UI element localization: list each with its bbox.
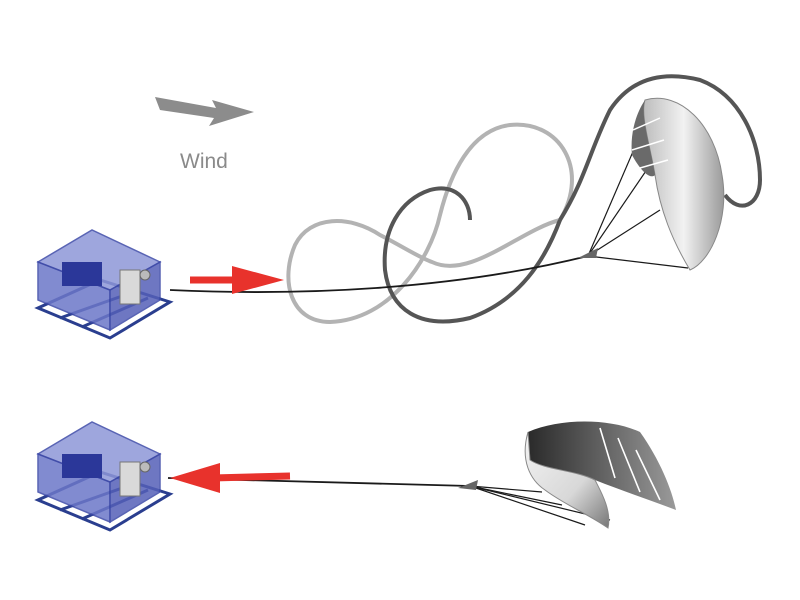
kite-control-pod-bottom <box>458 480 478 490</box>
figure8-path-dark <box>382 74 763 324</box>
ground-station-top <box>34 229 174 340</box>
wind-label: Wind <box>180 150 228 173</box>
retraction-force-arrow-icon <box>170 463 291 493</box>
kite-bottom <box>524 421 676 529</box>
traction-force-arrow-icon <box>190 266 284 294</box>
kite-top <box>631 97 725 271</box>
wind-arrow-icon <box>155 97 254 126</box>
figure8-path-light <box>286 122 574 325</box>
kite-control-pod-top <box>578 248 598 258</box>
retraction-phase <box>34 421 676 532</box>
bridle-lines-top <box>587 139 689 269</box>
ground-station-bottom <box>34 421 174 532</box>
tether-line-top <box>169 255 589 293</box>
traction-phase <box>34 74 763 340</box>
